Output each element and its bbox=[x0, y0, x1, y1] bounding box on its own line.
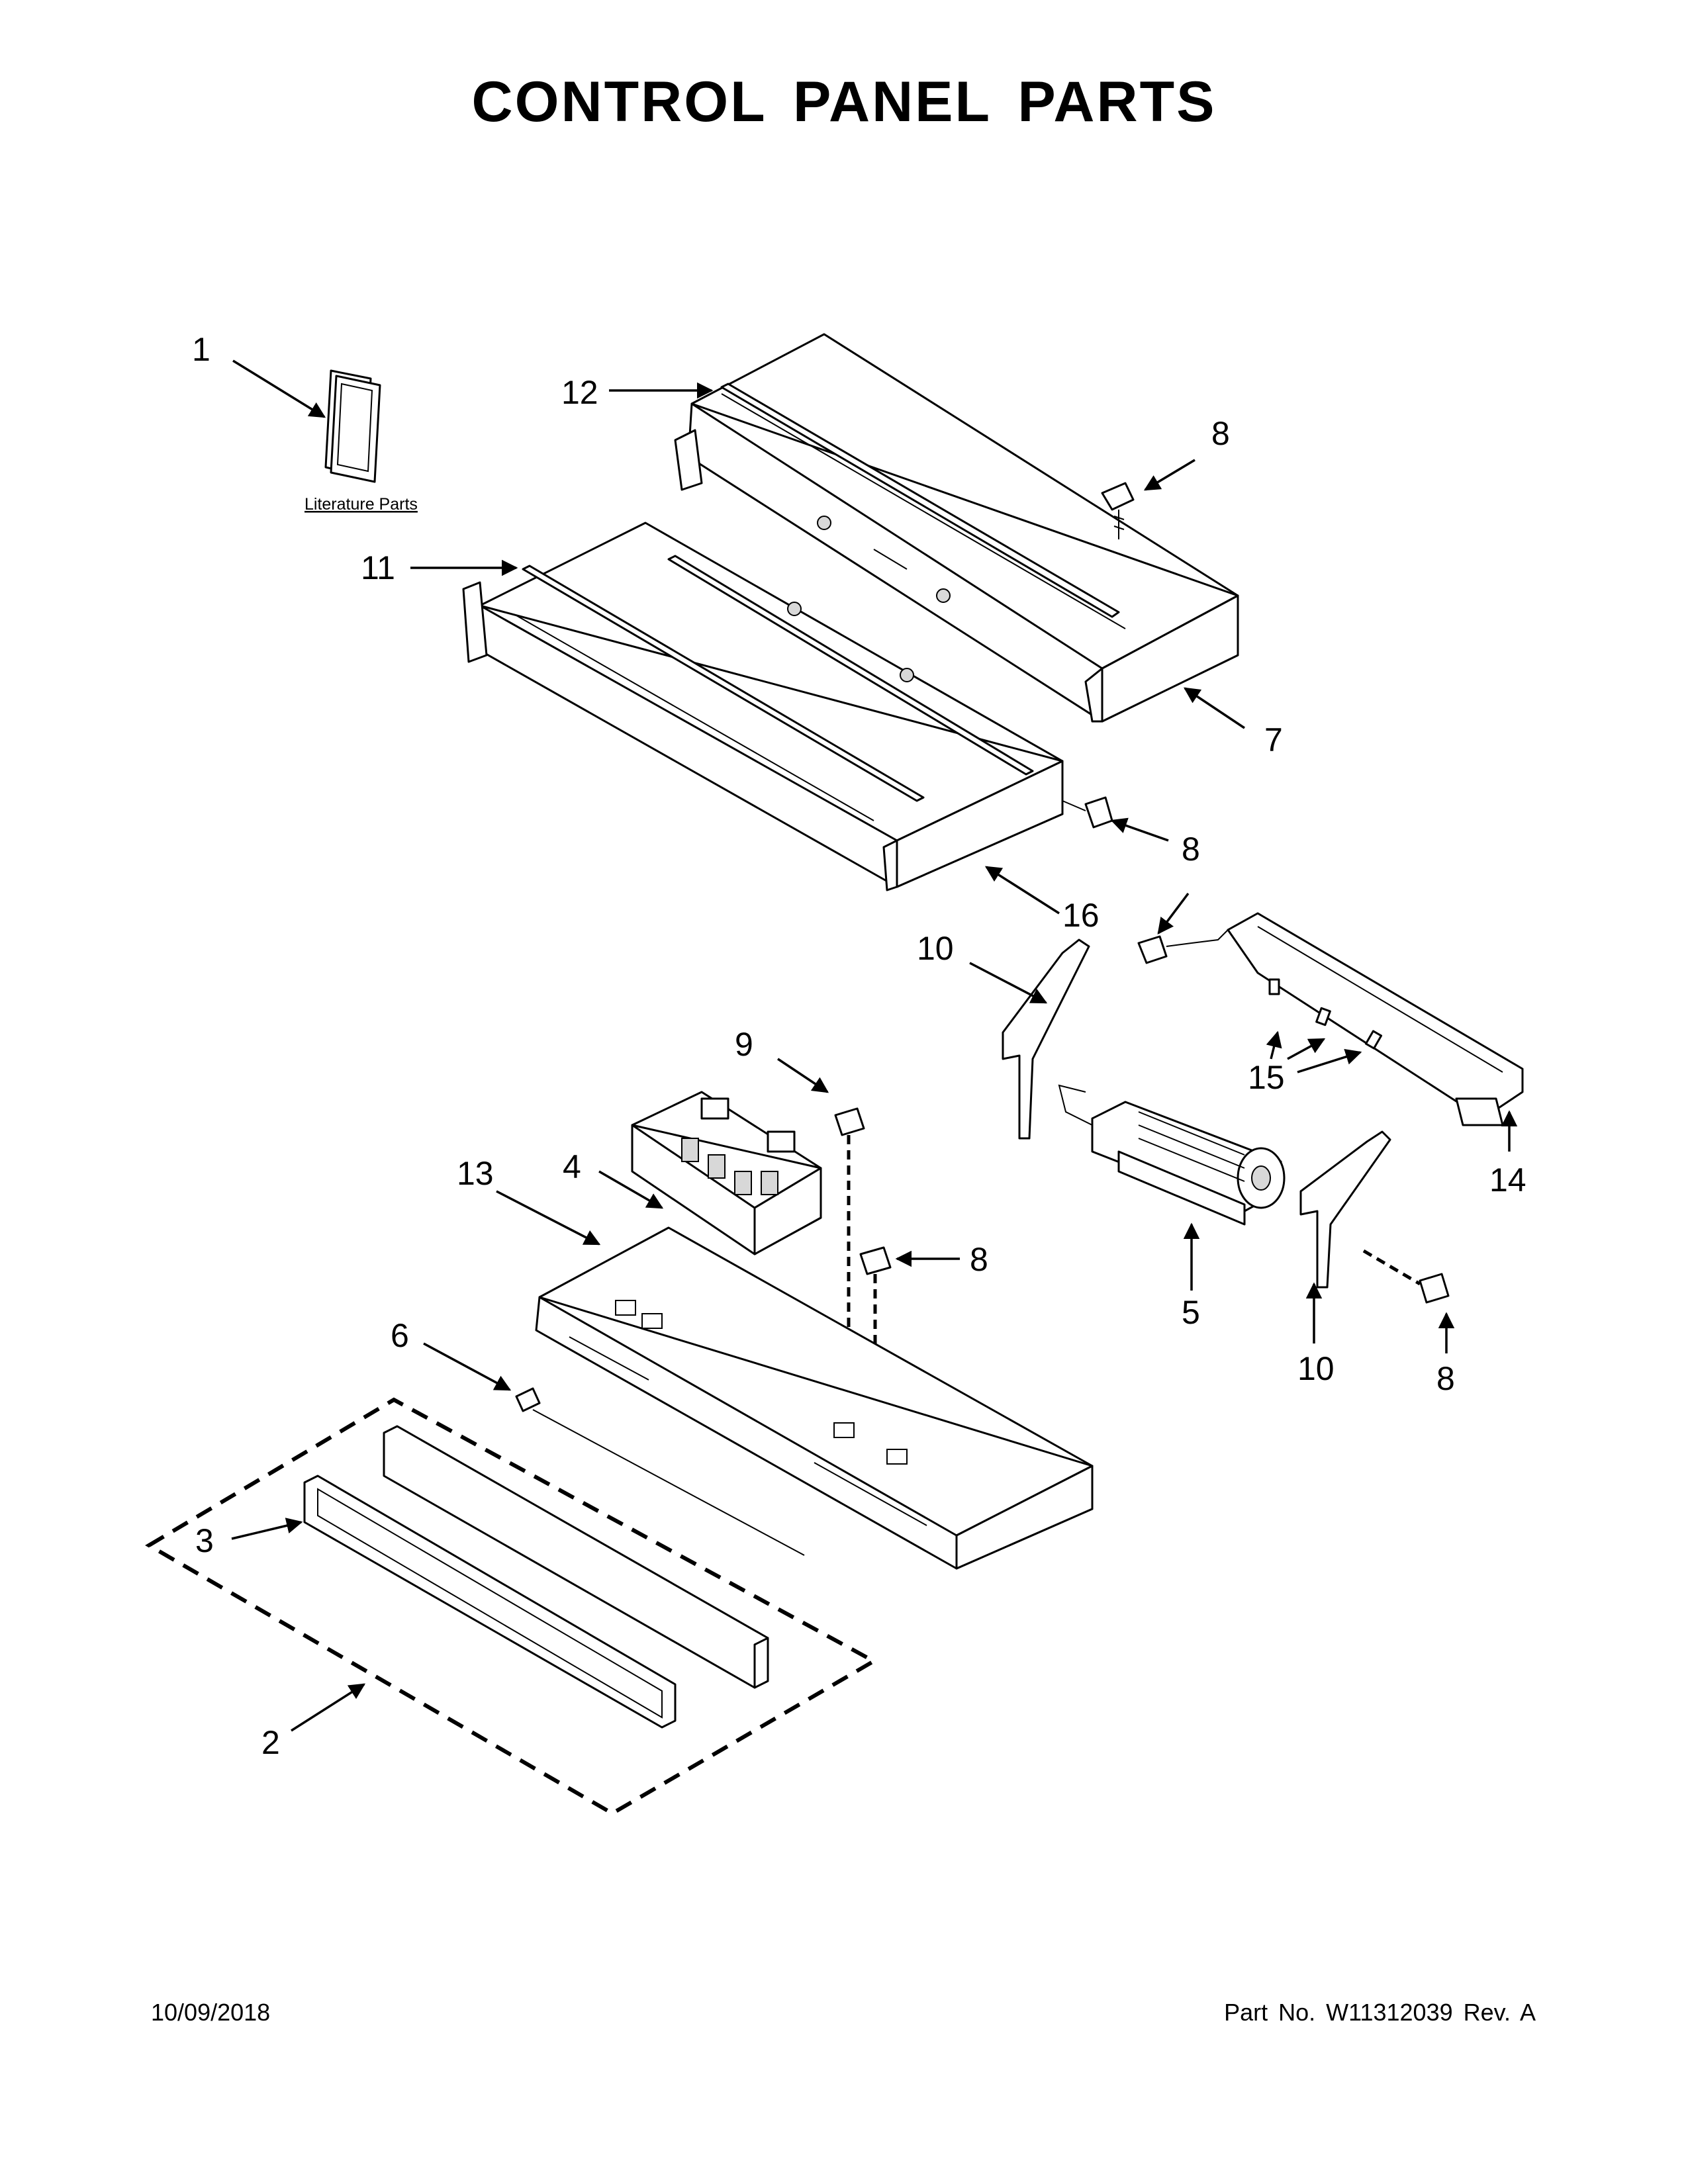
callout-3: 3 bbox=[195, 1522, 214, 1559]
callout-16: 16 bbox=[1062, 897, 1100, 934]
footer-date: 10/09/2018 bbox=[151, 1999, 271, 2026]
callout-15: 15 bbox=[1248, 1059, 1285, 1096]
screw-part-8-top[interactable] bbox=[1101, 482, 1135, 539]
callout-13: 13 bbox=[457, 1155, 494, 1192]
screw-part-8-right[interactable] bbox=[1362, 1249, 1450, 1304]
console-glass-panel[interactable] bbox=[383, 1425, 769, 1689]
console-assembly-outline-part-2 bbox=[145, 1397, 878, 1816]
clip-part-6[interactable] bbox=[515, 1387, 805, 1556]
control-board-part-4[interactable] bbox=[631, 1091, 822, 1255]
screw-part-8-fan-bracket[interactable] bbox=[1137, 935, 1192, 964]
callout-10-lower: 10 bbox=[1297, 1350, 1335, 1387]
front-trim-frame-part-3[interactable] bbox=[303, 1475, 677, 1729]
callout-6: 6 bbox=[391, 1317, 409, 1354]
callout-7: 7 bbox=[1264, 721, 1283, 758]
footer-part-number: Part No. W11312039 Rev. A bbox=[1224, 1999, 1536, 2026]
cooling-fan-part-5[interactable] bbox=[1058, 1084, 1286, 1226]
fan-bracket-part-10-lower[interactable] bbox=[1299, 1130, 1391, 1289]
mounting-plate-part-13[interactable] bbox=[535, 1226, 1094, 1570]
fan-bracket-part-10-upper[interactable] bbox=[1002, 938, 1090, 1140]
callout-12: 12 bbox=[561, 374, 598, 411]
callout-14: 14 bbox=[1489, 1161, 1526, 1199]
callout-8-top: 8 bbox=[1211, 415, 1230, 452]
literature-parts-label: Literature Parts bbox=[305, 495, 418, 514]
page-title: CONTROL PANEL PARTS bbox=[471, 70, 1217, 134]
callout-1: 1 bbox=[192, 331, 211, 368]
trim-strip-part-11[interactable] bbox=[522, 555, 1034, 802]
callout-5: 5 bbox=[1182, 1294, 1200, 1331]
callout-8-middle: 8 bbox=[1182, 831, 1200, 868]
bracket-part-14[interactable] bbox=[1191, 912, 1524, 1126]
leader-arrows bbox=[231, 359, 1518, 1732]
callout-2: 2 bbox=[261, 1724, 280, 1761]
callout-11: 11 bbox=[361, 549, 395, 586]
callout-4: 4 bbox=[563, 1148, 581, 1185]
callout-8-lower-center: 8 bbox=[970, 1241, 988, 1278]
callout-10-upper: 10 bbox=[917, 930, 954, 967]
trim-strip-part-12[interactable] bbox=[720, 383, 1120, 618]
pins-part-15[interactable] bbox=[1268, 978, 1383, 1050]
screw-part-8-middle[interactable] bbox=[1062, 796, 1113, 829]
callout-9: 9 bbox=[735, 1026, 753, 1063]
literature-parts-booklet[interactable] bbox=[324, 369, 381, 483]
callout-8-right: 8 bbox=[1436, 1360, 1455, 1397]
